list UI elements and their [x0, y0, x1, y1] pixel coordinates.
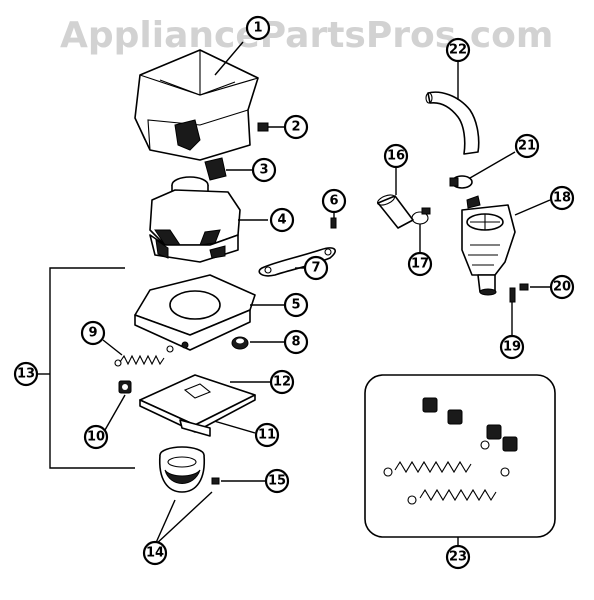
- part-screw-20[interactable]: [519, 283, 550, 291]
- callout-8: 8: [283, 329, 309, 355]
- part-motor[interactable]: [149, 176, 268, 263]
- callout-16: 16: [383, 143, 409, 169]
- callout-7: 7: [303, 255, 329, 281]
- callout-label: 18: [553, 191, 571, 206]
- part-clamp-21[interactable]: [449, 151, 516, 189]
- callout-19: 19: [499, 334, 525, 360]
- callout-label: 13: [17, 367, 35, 382]
- callout-6: 6: [321, 188, 347, 218]
- callout-label: 14: [146, 546, 164, 561]
- callout-12: 12: [269, 369, 295, 395]
- callout-label: 9: [88, 326, 97, 341]
- callout-label: 21: [518, 139, 536, 154]
- part-15[interactable]: [211, 477, 265, 485]
- callout-label: 19: [503, 340, 521, 355]
- callout-9: 9: [80, 320, 106, 346]
- callout-17: 17: [407, 251, 433, 277]
- part-bracket[interactable]: [134, 274, 285, 351]
- callout-label: 3: [259, 163, 268, 178]
- callout-14: 14: [142, 540, 168, 566]
- part-screw-6[interactable]: [330, 217, 337, 229]
- part-screw-19[interactable]: [509, 287, 516, 335]
- callout-label: 17: [411, 257, 429, 272]
- callout-11: 11: [254, 422, 280, 448]
- part-kit-box[interactable]: [364, 374, 556, 545]
- callout-label: 12: [273, 375, 291, 390]
- part-hose[interactable]: [425, 62, 480, 155]
- callout-20: 20: [549, 274, 575, 300]
- part-pump[interactable]: [461, 195, 551, 296]
- callout-label: 4: [277, 213, 286, 228]
- callout-label: 6: [329, 194, 338, 209]
- part-clamp-17[interactable]: [411, 207, 431, 252]
- callout-label: 22: [449, 43, 467, 58]
- watermark-text: AppliancePartsPros.com: [60, 15, 553, 56]
- callout-2: 2: [283, 114, 309, 140]
- part-nut-10[interactable]: [104, 380, 132, 431]
- callout-label: 7: [311, 261, 320, 276]
- callout-18: 18: [549, 185, 575, 211]
- callout-label: 8: [291, 335, 300, 350]
- part-feet[interactable]: [154, 446, 213, 546]
- callout-13: 13: [13, 361, 39, 387]
- callout-23: 23: [445, 544, 471, 570]
- callout-label: 20: [553, 280, 571, 295]
- callout-label: 16: [387, 149, 405, 164]
- part-strap[interactable]: [258, 247, 336, 277]
- callout-label: 5: [291, 298, 300, 313]
- callout-label: 1: [253, 21, 262, 36]
- part-tube-16[interactable]: [376, 168, 414, 229]
- part-spring-9[interactable]: [102, 339, 174, 367]
- callout-label: 11: [258, 428, 276, 443]
- callout-4: 4: [269, 207, 295, 233]
- callout-1: 1: [214, 15, 271, 76]
- callout-5: 5: [283, 292, 309, 318]
- callout-3: 3: [251, 157, 277, 183]
- callout-21: 21: [514, 133, 540, 159]
- callout-10: 10: [83, 424, 109, 450]
- callout-label: 10: [87, 430, 105, 445]
- callout-label: 23: [449, 550, 467, 565]
- part-screw-2[interactable]: [257, 122, 285, 132]
- callout-label: 15: [268, 474, 286, 489]
- part-13-bracket-line: [38, 267, 135, 469]
- part-cover[interactable]: [134, 49, 259, 161]
- callout-15: 15: [264, 468, 290, 494]
- part-base-plate[interactable]: [139, 374, 270, 437]
- callout-label: 2: [291, 120, 300, 135]
- part-grommet[interactable]: [231, 336, 285, 350]
- callout-22: 22: [445, 37, 471, 63]
- part-connector-3[interactable]: [204, 157, 252, 181]
